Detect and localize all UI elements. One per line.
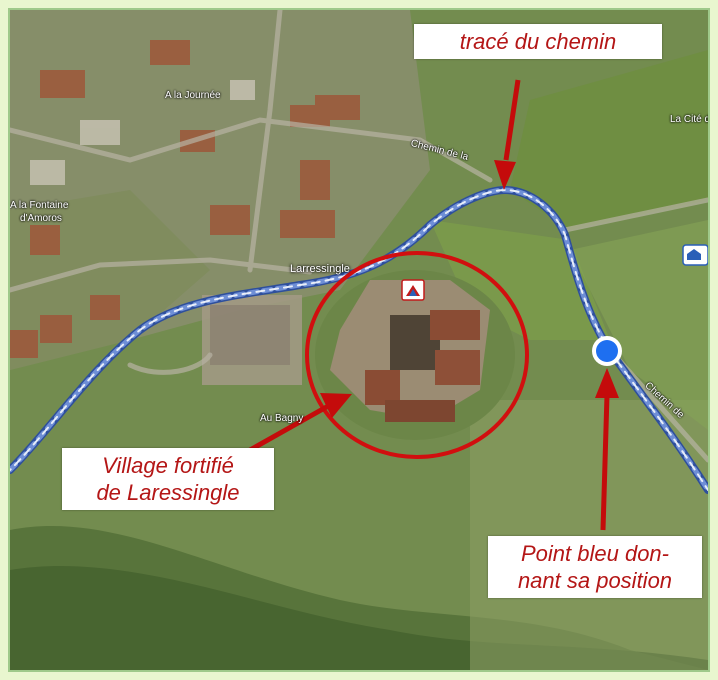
callout-blue-point-line1: Point bleu don- [521, 541, 669, 566]
village-highlight-circle [305, 251, 529, 459]
castle-poi-icon[interactable] [401, 279, 425, 301]
lieu-label-cite: La Cité des [670, 114, 710, 125]
callout-blue-point: Point bleu don- nant sa position [488, 536, 702, 598]
lieu-label-bagny: Au Bagny [260, 413, 304, 424]
satellite-map[interactable] [10, 10, 708, 670]
fortified-village [315, 270, 515, 440]
callout-trace-path: tracé du chemin [414, 24, 662, 59]
road-label-left-1: A la Fontaine [10, 200, 69, 211]
callout-blue-point-line2: nant sa position [517, 568, 673, 593]
village-buildings [10, 40, 360, 358]
callout-arrows [248, 79, 619, 531]
callout-village: Village fortifié de Laressingle [62, 448, 274, 510]
callout-trace-path-text: tracé du chemin [459, 29, 617, 54]
road-label-top: A la Journée [165, 90, 221, 101]
map-frame: Larressingle A la Journée A la Fontaine … [8, 8, 710, 672]
blue-location-dot[interactable] [592, 336, 622, 366]
place-label-larressingle: Larressingle [290, 263, 350, 275]
road-label-left-2: d'Amoros [20, 213, 62, 224]
lodging-poi-icon[interactable] [682, 244, 708, 266]
callout-village-line1: Village fortifié [102, 453, 234, 478]
callout-village-line2: de Laressingle [96, 480, 240, 505]
